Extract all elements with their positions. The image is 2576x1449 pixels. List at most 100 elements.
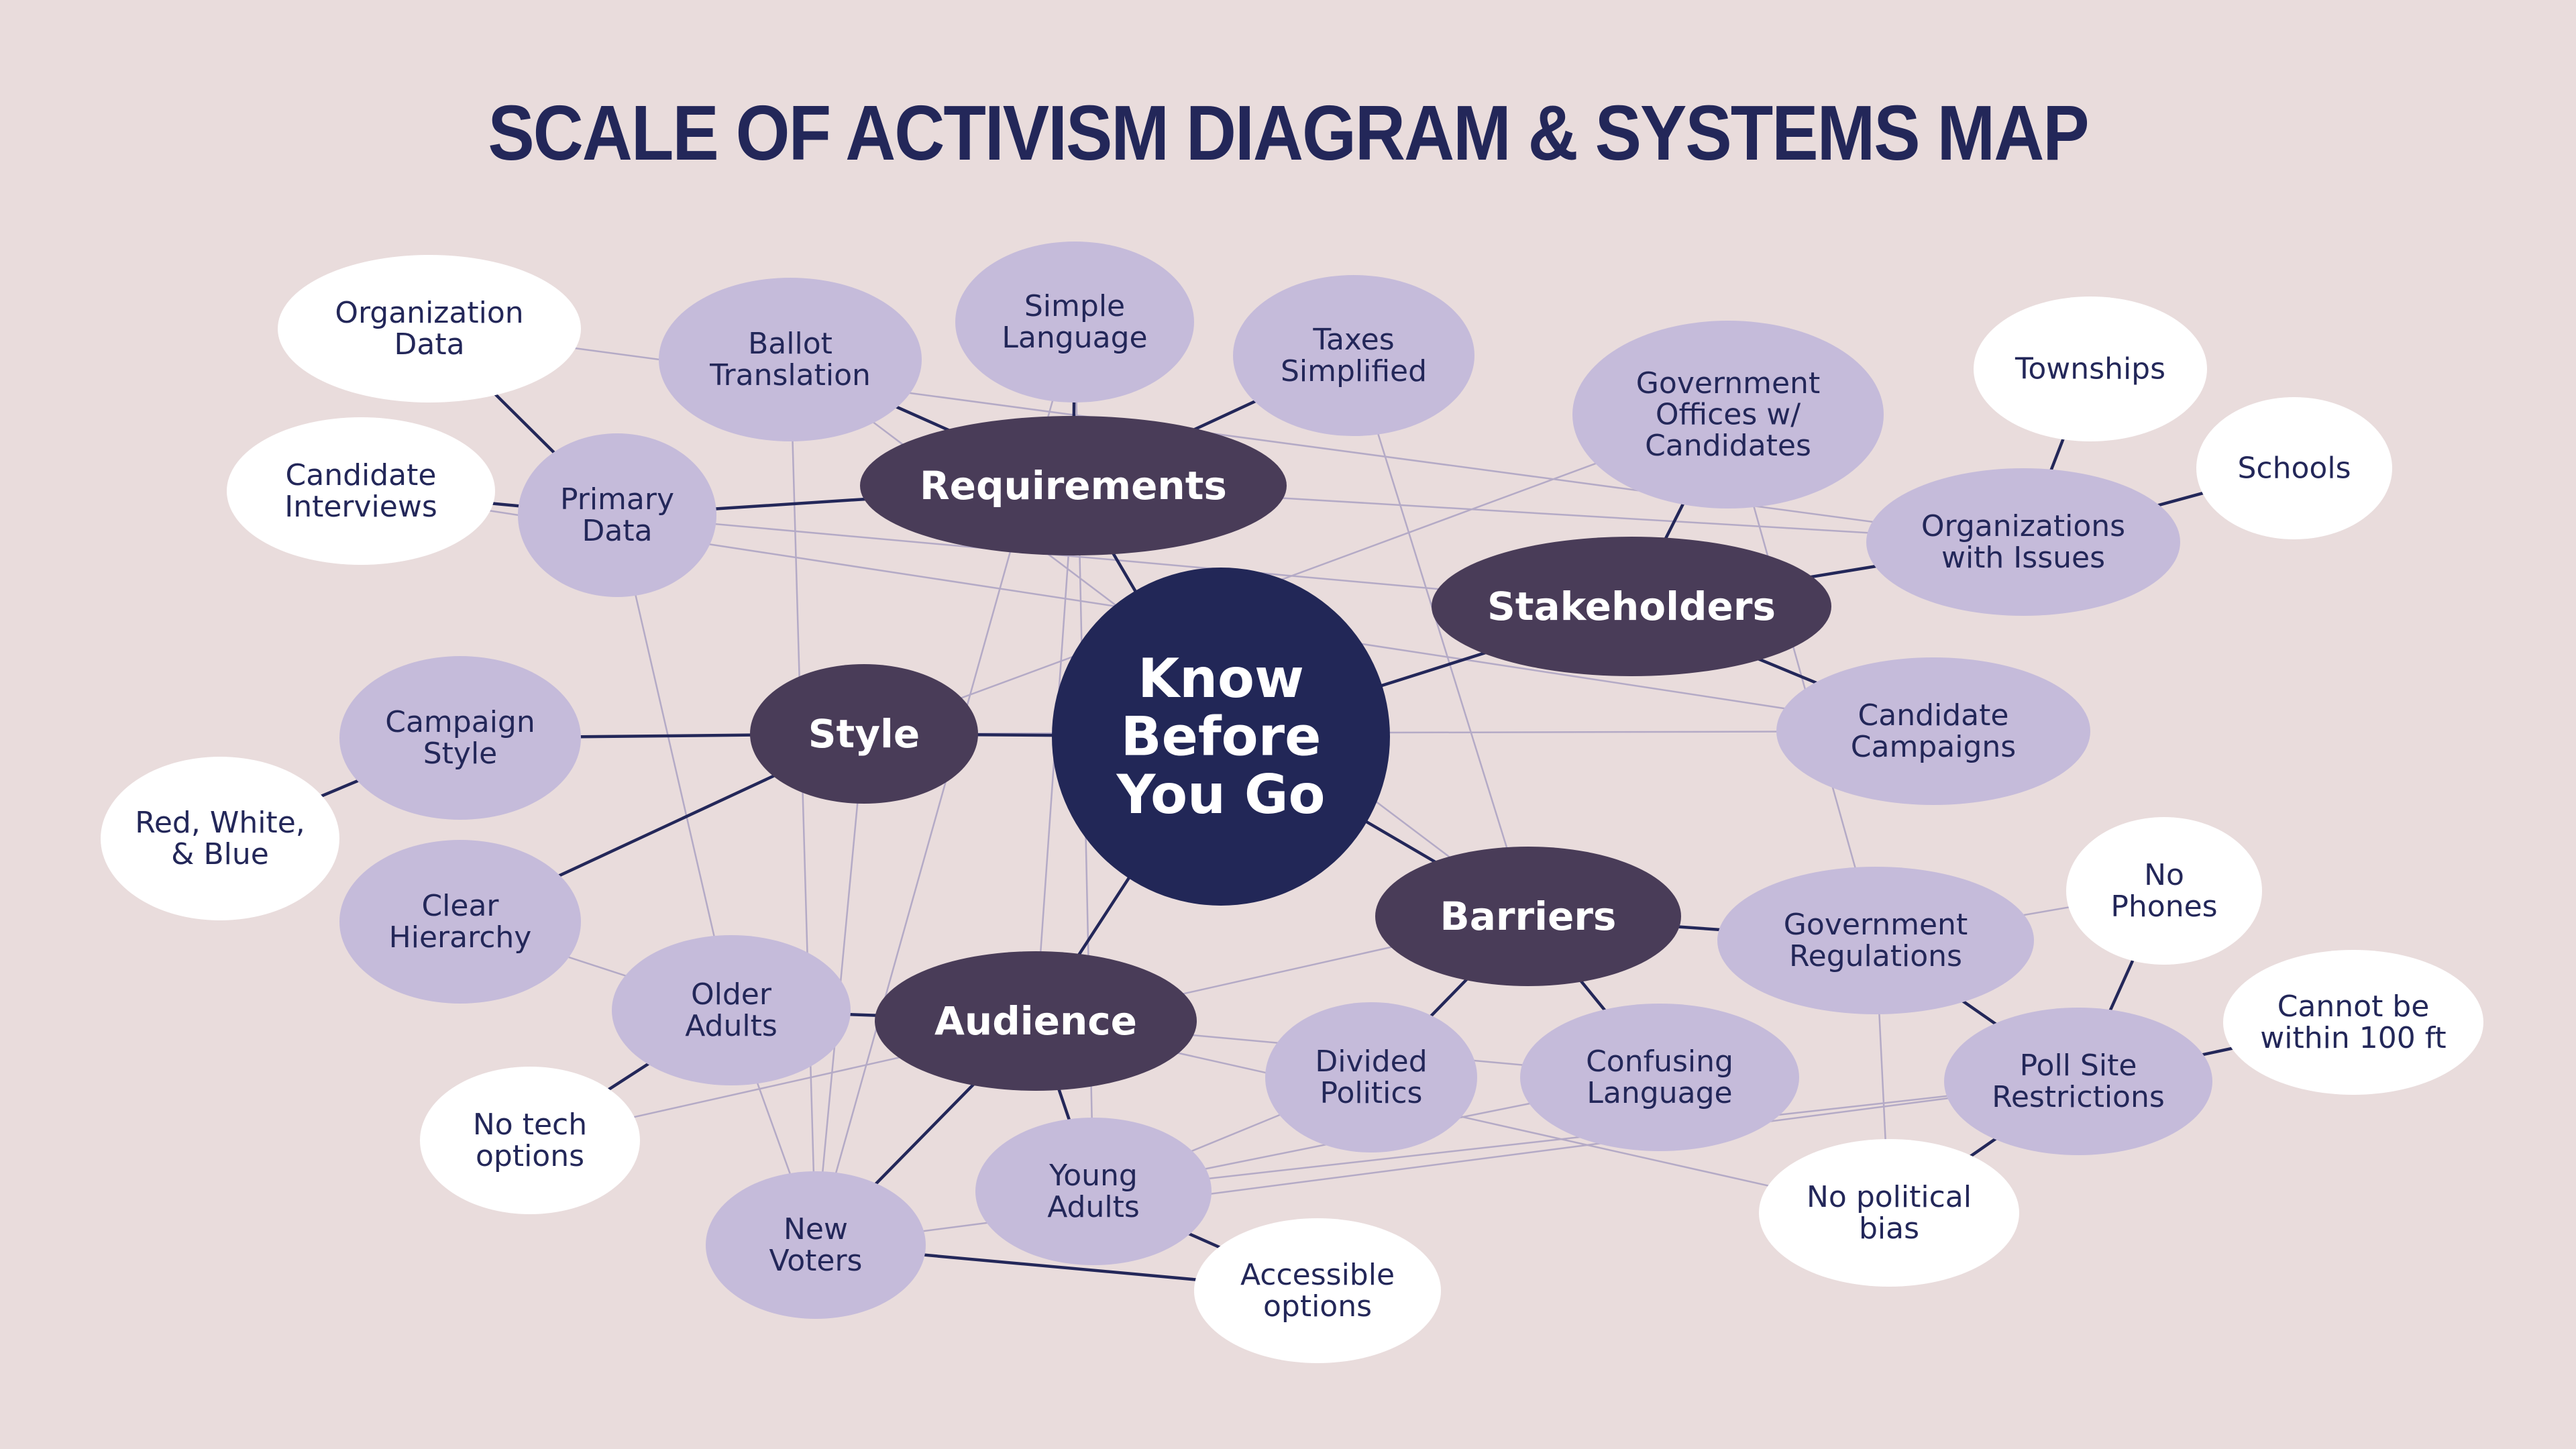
node-label-candidate-campaigns: Candidate	[1858, 698, 2009, 733]
node-shape-no-phones	[2066, 817, 2262, 965]
node-label-divided-politics: Divided	[1315, 1044, 1427, 1079]
node-label-red-white-blue: Red, White,	[135, 806, 305, 840]
node-shape-gov-regulations	[1717, 867, 2034, 1014]
node-label-taxes-simplified: Taxes	[1312, 323, 1394, 357]
node-label-clear-hierarchy: Hierarchy	[389, 920, 532, 955]
node-shape-stakeholders	[1432, 537, 1831, 676]
node-label-townships: Townships	[2015, 352, 2165, 386]
node-shape-requirements	[860, 416, 1287, 555]
node-label-divided-politics: Politics	[1320, 1076, 1423, 1110]
node-label-red-white-blue: & Blue	[171, 837, 269, 871]
node-red-white-blue: Red, White,& Blue	[101, 757, 339, 920]
node-shape-townships	[1974, 297, 2207, 441]
node-label-candidate-campaigns: Campaigns	[1851, 730, 2016, 764]
node-label-campaign-style: Campaign	[385, 705, 535, 739]
node-label-new-voters: New	[784, 1212, 848, 1246]
node-label-organization-data: Data	[394, 327, 464, 362]
node-shape-taxes-simplified	[1233, 275, 1474, 436]
faint-link-ballot_translation-to-new_voters	[789, 359, 817, 1246]
node-label-no-phones: Phones	[2110, 890, 2217, 924]
node-requirements: Requirements	[860, 416, 1287, 555]
node-label-style: Style	[808, 711, 920, 757]
node-label-accessible-options: Accessible	[1240, 1258, 1395, 1292]
node-label-gov-regulations: Regulations	[1789, 939, 1962, 973]
node-shape-center	[1052, 568, 1390, 906]
node-label-primary-data: Data	[582, 514, 652, 548]
node-label-gov-offices: Candidates	[1645, 429, 1811, 463]
node-townships: Townships	[1974, 297, 2207, 441]
node-label-within-100ft: within 100 ft	[2260, 1021, 2446, 1055]
node-label-no-tech-options: options	[476, 1139, 584, 1173]
node-shape-older-adults	[612, 935, 851, 1085]
node-label-no-political-bias: bias	[1859, 1212, 1919, 1246]
node-label-center: You Go	[1116, 763, 1326, 826]
node-label-poll-site-restrictions: Restrictions	[1992, 1080, 2165, 1114]
node-label-within-100ft: Cannot be	[2277, 989, 2430, 1024]
node-stakeholders: Stakeholders	[1432, 537, 1831, 676]
node-style: Style	[750, 664, 978, 804]
node-shape-candidate-campaigns	[1776, 657, 2090, 805]
node-label-young-adults: Adults	[1047, 1190, 1140, 1224]
node-label-gov-offices: Offices w/	[1656, 398, 1801, 432]
page-title: SCALE OF ACTIVISM DIAGRAM & SYSTEMS MAP	[488, 89, 2089, 177]
node-label-no-tech-options: No tech	[473, 1108, 587, 1142]
node-shape-clear-hierarchy	[339, 840, 581, 1004]
faint-link-gov_offices-to-style	[863, 413, 1729, 735]
node-shape-red-white-blue	[101, 757, 339, 920]
node-label-older-adults: Older	[691, 977, 772, 1012]
node-label-primary-data: Primary	[560, 482, 674, 517]
node-shape-no-political-bias	[1759, 1139, 2019, 1287]
node-shape-no-tech-options	[420, 1067, 640, 1214]
faint-link-taxes_simplified-to-barriers	[1352, 355, 1529, 917]
node-shape-schools	[2196, 397, 2392, 539]
node-shape-young-adults	[975, 1118, 1212, 1265]
node-label-taxes-simplified: Simplified	[1281, 354, 1427, 388]
node-label-audience: Audience	[934, 998, 1137, 1044]
node-label-candidate-interviews: Candidate	[286, 458, 437, 492]
node-label-gov-offices: Government	[1636, 366, 1820, 400]
node-label-ballot-translation: Translation	[709, 358, 871, 392]
node-shape-barriers	[1375, 847, 1681, 986]
node-shape-style	[750, 664, 978, 804]
node-label-requirements: Requirements	[920, 463, 1227, 508]
node-label-young-adults: Young	[1049, 1159, 1138, 1193]
node-label-older-adults: Adults	[685, 1009, 777, 1043]
node-shape-organization-data	[278, 255, 581, 402]
node-label-accessible-options: options	[1263, 1289, 1372, 1324]
node-label-no-phones: No	[2144, 858, 2184, 892]
node-shape-poll-site-restrictions	[1944, 1008, 2212, 1155]
node-label-simple-language: Simple	[1024, 289, 1125, 323]
node-shape-accessible-options	[1194, 1218, 1441, 1363]
node-label-organization-data: Organization	[335, 296, 523, 330]
node-shape-confusing-language	[1520, 1004, 1799, 1151]
node-label-confusing-language: Confusing	[1586, 1044, 1733, 1079]
node-shape-candidate-interviews	[227, 417, 495, 565]
node-label-confusing-language: Language	[1587, 1076, 1732, 1110]
node-label-center: Before	[1121, 706, 1322, 768]
faint-link-candidate_campaigns-to-style	[863, 730, 1934, 735]
node-shape-within-100ft	[2223, 950, 2483, 1095]
node-label-orgs-with-issues: Organizations	[1921, 509, 2125, 543]
node-shape-ballot-translation	[659, 278, 922, 441]
